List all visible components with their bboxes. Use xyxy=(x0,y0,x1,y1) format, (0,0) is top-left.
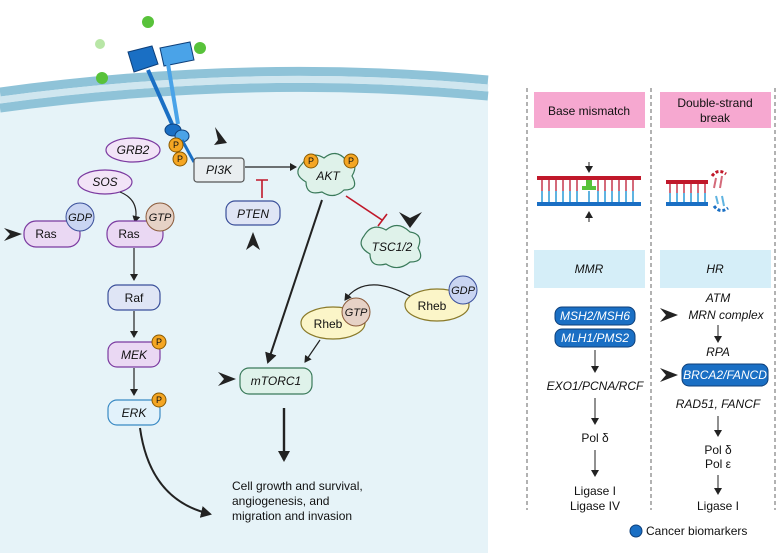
membrane-core xyxy=(0,75,489,104)
grb2-node: GRB2 xyxy=(105,137,161,163)
svg-text:HR: HR xyxy=(706,262,724,276)
svg-text:Raf: Raf xyxy=(125,291,144,305)
legend-biomarker-swatch xyxy=(629,524,643,538)
svg-text:P: P xyxy=(308,156,314,166)
cell-panel: P P GRB2 SOS Ras GDP Ras G xyxy=(0,16,489,553)
sos-to-ras-arrow xyxy=(119,191,141,223)
svg-text:GTP: GTP xyxy=(345,307,368,319)
svg-text:PI3K: PI3K xyxy=(206,163,233,177)
svg-text:MEK: MEK xyxy=(121,348,148,362)
biomarker-mlh1-pms2: MLH1/PMS2 xyxy=(554,328,636,348)
svg-text:P: P xyxy=(348,156,354,166)
svg-text:Rheb: Rheb xyxy=(418,299,447,313)
svg-text:P: P xyxy=(173,140,179,150)
akt-node: AKT P P xyxy=(297,152,359,197)
svg-text:Double-strand: Double-strand xyxy=(677,96,752,110)
biomarker-brca2-fancd: BRCA2/FANCD xyxy=(681,363,769,387)
tsc-node: TSC1/2 xyxy=(360,224,422,269)
target-arrowhead xyxy=(660,308,678,322)
rheb-gtp-node: Rheb GTP xyxy=(300,297,371,340)
svg-text:Cell growth and survival,: Cell growth and survival, xyxy=(232,479,363,493)
svg-text:Ras: Ras xyxy=(35,227,56,241)
svg-text:BRCA2/FANCD: BRCA2/FANCD xyxy=(683,368,767,382)
step-rpa: RPA xyxy=(706,345,730,359)
step-pol-epsilon: Pol ε xyxy=(705,457,732,471)
svg-text:GDP: GDP xyxy=(68,212,93,224)
receptor-tyrosine-kinase xyxy=(127,41,196,163)
step-pol-delta: Pol δ xyxy=(581,431,609,445)
target-arrowhead xyxy=(4,228,22,241)
dna-repair-panel: Base mismatch Double-strand break xyxy=(526,88,776,538)
svg-text:MLH1/PMS2: MLH1/PMS2 xyxy=(561,331,629,345)
rheb-gdp-node: Rheb GDP xyxy=(404,275,478,322)
step-rad51-fancf: RAD51, FANCF xyxy=(676,397,761,411)
akt-inhibits-tsc xyxy=(345,195,388,227)
rheb-cycle-arrow xyxy=(344,284,411,301)
cellular-outcome-text: Cell growth and survival, angiogenesis, … xyxy=(232,479,363,523)
svg-text:break: break xyxy=(700,111,731,125)
legend-label: Cancer biomarkers xyxy=(646,524,747,538)
legend: Cancer biomarkers xyxy=(629,524,747,538)
target-arrowhead xyxy=(246,232,260,250)
svg-text:MSH2/MSH6: MSH2/MSH6 xyxy=(560,309,630,323)
svg-text:MMR: MMR xyxy=(575,262,604,276)
step-ligase-iv: Ligase IV xyxy=(570,499,620,513)
svg-text:PTEN: PTEN xyxy=(237,207,269,221)
header-base-mismatch: Base mismatch xyxy=(534,92,645,128)
svg-text:SOS: SOS xyxy=(92,175,117,189)
svg-text:GDP: GDP xyxy=(451,285,476,297)
akt-to-mtorc1-arrow xyxy=(265,199,323,364)
raf-node: Raf xyxy=(107,284,161,311)
rheb-to-mtorc1-arrow xyxy=(304,339,321,363)
step-atm: ATM xyxy=(705,291,730,305)
erk-node: ERK P xyxy=(107,392,167,426)
svg-text:AKT: AKT xyxy=(315,169,341,183)
svg-text:mTORC1: mTORC1 xyxy=(251,374,301,388)
dna-mismatch-illustration xyxy=(537,162,641,222)
step-exo1: EXO1/PCNA/RCF xyxy=(547,379,644,393)
mek-node: MEK P xyxy=(107,334,167,368)
mtorc1-node: mTORC1 xyxy=(239,367,313,395)
svg-text:Rheb: Rheb xyxy=(314,317,343,331)
ras-gdp-node: Ras GDP xyxy=(23,202,95,248)
ligand xyxy=(194,42,206,54)
target-arrowhead xyxy=(218,372,236,386)
step-ligase-i-hr: Ligase I xyxy=(697,499,739,513)
svg-text:GTP: GTP xyxy=(149,212,172,224)
svg-text:migration and invasion: migration and invasion xyxy=(232,509,352,523)
target-arrowhead xyxy=(399,212,422,228)
target-arrowhead xyxy=(660,368,678,382)
ligand xyxy=(96,72,108,84)
svg-text:P: P xyxy=(156,395,162,405)
svg-text:ERK: ERK xyxy=(122,406,148,420)
erk-to-outcome-arrow xyxy=(139,427,212,518)
target-arrowhead xyxy=(214,127,227,145)
receptor-phospho: P P xyxy=(168,137,188,167)
svg-text:TSC1/2: TSC1/2 xyxy=(372,240,413,254)
pathway-hr: HR xyxy=(660,250,771,288)
cell-membrane-inner xyxy=(0,82,489,113)
ligand xyxy=(95,39,105,49)
dna-break-illustration xyxy=(666,169,729,213)
svg-text:GRB2: GRB2 xyxy=(117,143,150,157)
pi3k-node: PI3K xyxy=(193,157,245,183)
svg-text:Base mismatch: Base mismatch xyxy=(548,104,630,118)
ligand xyxy=(142,16,154,28)
biomarker-msh2-msh6: MSH2/MSH6 xyxy=(554,306,636,326)
ras-gtp-node: Ras GTP xyxy=(106,202,175,248)
pten-node: PTEN xyxy=(225,200,281,226)
step-mrn-complex: MRN complex xyxy=(688,308,764,322)
cell-membrane xyxy=(0,66,489,97)
sos-node: SOS xyxy=(77,169,133,195)
svg-text:P: P xyxy=(177,154,183,164)
pathway-mmr: MMR xyxy=(534,250,645,288)
step-pol-delta-hr: Pol δ xyxy=(704,443,732,457)
pten-inhibition xyxy=(256,179,268,198)
svg-text:Ras: Ras xyxy=(118,227,139,241)
step-ligase-i: Ligase I xyxy=(574,484,616,498)
svg-text:angiogenesis, and: angiogenesis, and xyxy=(232,494,329,508)
svg-text:P: P xyxy=(156,337,162,347)
header-double-strand-break: Double-strand break xyxy=(660,92,771,128)
